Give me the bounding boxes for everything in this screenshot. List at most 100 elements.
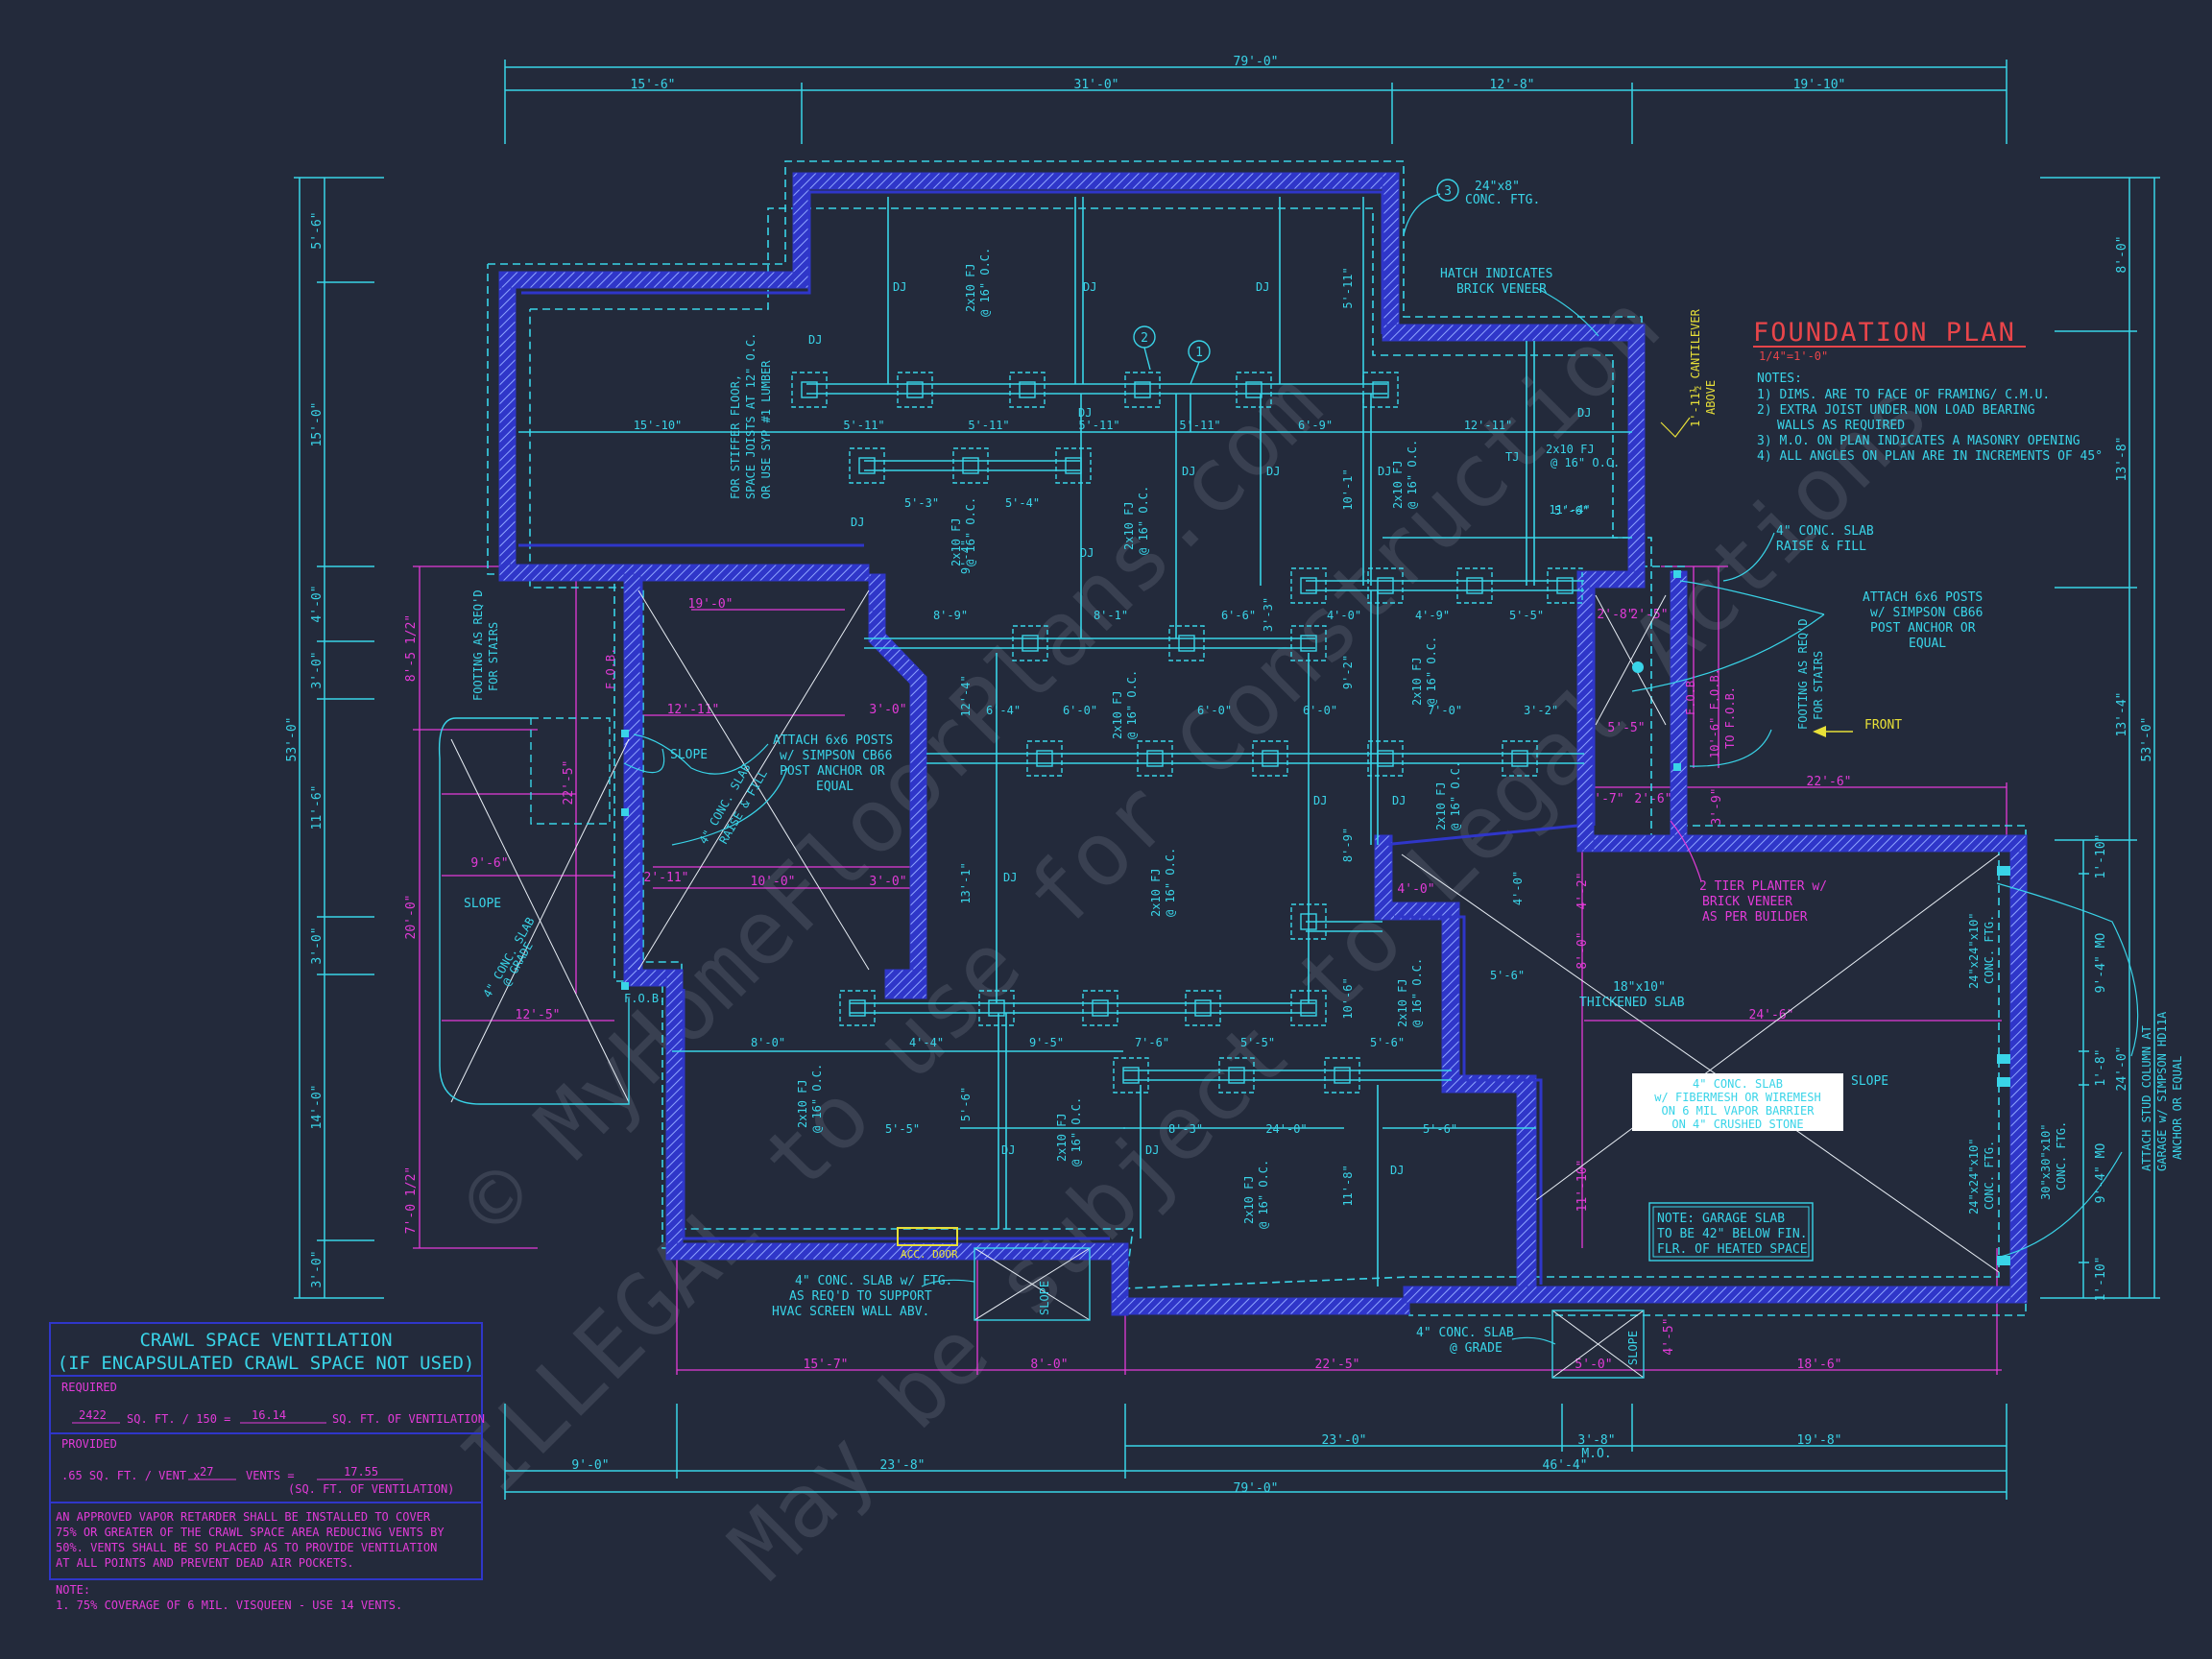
dim-int: 3'-2"	[1524, 704, 1558, 717]
thick-slab-1: 18"x10"	[1613, 980, 1666, 995]
leader-lines	[623, 193, 2139, 1345]
dim-int: 4'-9"	[1415, 609, 1450, 622]
dim-right-4: 24'-0"	[2115, 1046, 2129, 1092]
vent-prov-vents: VENTS =	[246, 1469, 295, 1482]
vent-retarder-4: AT ALL POINTS AND PREVENT DEAD AIR POCKE…	[56, 1556, 354, 1570]
garage-42-note: NOTE: GARAGE SLAB TO BE 42" BELOW FIN. F…	[1648, 1202, 1814, 1262]
garage-slab-4: ON 4" CRUSHED STONE	[1671, 1118, 1803, 1131]
dim-mag-22-6: 22'-6"	[1807, 775, 1852, 789]
magenta-leader-lines	[1670, 820, 1702, 882]
dj-label: DJ	[1078, 406, 1092, 420]
interior-dimensions: 15'-10" 5'-11" 5'-11" 5'-11" 5'-11" 6'-9…	[634, 419, 1591, 1136]
fob-1: F.O.B.	[624, 992, 665, 1005]
dim-bottom-mo: M.O.	[1581, 1447, 1611, 1461]
fj-oc: @ 16" O.C.	[964, 497, 977, 566]
pier	[791, 372, 828, 408]
pier	[1290, 567, 1327, 604]
dim-right-1: 8'-0"	[2115, 235, 2129, 273]
dim-mag-2-7: 2'-7"	[1586, 792, 1623, 806]
ftg-right-2: CONC. FTG.	[1983, 915, 1996, 984]
vent-prov-result: 17.55	[344, 1465, 378, 1479]
pier	[1137, 740, 1173, 777]
slope-v-2: SLOPE	[1626, 1331, 1640, 1365]
dim-int: 5'-3"	[904, 496, 939, 510]
slope-garage: SLOPE	[1851, 1074, 1888, 1089]
slab-fill-label: 4" CONC. SLAB	[1776, 524, 1874, 539]
planter-1: 2 TIER PLANTER w/	[1699, 879, 1827, 894]
top-dimension-text: 79'-0" 15'-6" 31'-0" 12'-8" 19'-10" 79'-…	[571, 55, 1845, 1496]
dim-mag-5-0: 5'-0"	[1575, 1358, 1612, 1372]
dim-bottom-b2: 3'-8"	[1577, 1433, 1615, 1448]
pier	[952, 447, 989, 484]
dim-int: 6'-6"	[1221, 609, 1256, 622]
hvac-1: 4" CONC. SLAB w/ FTG.	[795, 1274, 952, 1288]
pier	[1324, 1057, 1360, 1094]
ventilation-table: CRAWL SPACE VENTILATION (IF ENCAPSULATED…	[49, 1322, 485, 1612]
dim-bottom-b1: 23'-0"	[1322, 1433, 1367, 1448]
pier	[1055, 447, 1092, 484]
pier	[1362, 372, 1399, 408]
column-1: ATTACH STUD COLUMN AT	[2140, 1025, 2153, 1171]
fj-oc: @ 16" O.C.	[1125, 670, 1139, 739]
hatch-label-2: BRICK VENEER	[1456, 282, 1547, 297]
pier	[1367, 740, 1404, 777]
note-3: 3) M.O. ON PLAN INDICATES A MASONRY OPEN…	[1757, 434, 2080, 448]
dim-left-3: 4'-0"	[310, 585, 325, 622]
dim-right-3: 13'-4"	[2115, 692, 2129, 737]
joist-labels: DJ DJ DJ DJ DJ DJ DJ DJ DJ DJ TJ DJ DJ D…	[796, 248, 1620, 1229]
note-2: 2) EXTRA JOIST UNDER NON LOAD BEARING	[1757, 403, 2035, 418]
dim-mag-11-10: 11'-10"	[1575, 1160, 1590, 1213]
pier	[1168, 625, 1205, 661]
fj-label: 2x10 FJ	[796, 1079, 809, 1128]
dim-int-v: 10'-1"	[1341, 469, 1355, 510]
pier	[978, 990, 1015, 1026]
dj-label: DJ	[1378, 465, 1391, 478]
dim-int: 5'-6"	[1554, 504, 1589, 517]
dj-label: DJ	[1003, 871, 1017, 884]
footing-stairs-right-1: FOOTING AS REQ'D	[1796, 618, 1810, 730]
dim-bottom-a1: 9'-0"	[571, 1458, 609, 1473]
pier	[1502, 740, 1538, 777]
ftg-label-2: CONC. FTG.	[1465, 193, 1540, 207]
pier	[897, 372, 933, 408]
dim-left-4: 3'-0"	[310, 651, 325, 688]
dj-label: DJ	[1182, 465, 1195, 478]
pier	[1218, 1057, 1255, 1094]
dim-right-inner-4: 9'-4" MO	[2094, 1143, 2108, 1204]
dim-int: 9'-5"	[1029, 1036, 1064, 1049]
fj-oc: @ 16" O.C.	[1164, 848, 1177, 917]
fob-note-1: 10'-6" F.O.B.	[1708, 668, 1721, 758]
fob-vertical-right: F.O.B.	[1684, 674, 1697, 715]
overall-dimension-lines	[294, 60, 2160, 1500]
vent-retarder-3: 50%. VENTS SHALL BE SO PLACED AS TO PROV…	[56, 1541, 437, 1554]
slab-fill-label-2: RAISE & FILL	[1776, 540, 1866, 554]
dim-int: 5'-6"	[1490, 969, 1525, 982]
dim-int: 5'-6"	[1370, 1036, 1405, 1049]
dim-int-v: 3'-3"	[1262, 597, 1275, 632]
footing-stairs-right-2: FOR STAIRS	[1812, 651, 1825, 720]
dim-int-v: 4'-0"	[1511, 871, 1525, 905]
dim-bottom-a2: 23'-8"	[880, 1458, 926, 1473]
dj-label: DJ	[893, 280, 906, 294]
dim-top-4: 19'-10"	[1793, 78, 1846, 92]
stair-slab-outline	[438, 717, 1645, 1379]
dim-mag-8-0: 8'-0"	[1575, 931, 1590, 969]
dim-mag-24-6: 24'-6"	[1749, 1008, 1794, 1022]
dim-int: 15'-10"	[634, 419, 683, 432]
attach-left-3: POST ANCHOR OR	[780, 764, 885, 779]
dj-label: DJ	[1390, 1164, 1404, 1177]
dim-int-v: 9'-4"	[959, 540, 973, 574]
footing-stairs-left-1: FOOTING AS REQ'D	[471, 589, 485, 701]
planter-2: BRICK VENEER	[1702, 895, 1792, 909]
pier	[1009, 372, 1046, 408]
fob-note-2: TO F.O.B.	[1723, 686, 1737, 749]
dim-mag-left-2: 20'-0"	[404, 895, 419, 940]
vent-req-unit: SQ. FT. OF VENTILATION	[332, 1412, 485, 1426]
pier	[1082, 990, 1118, 1026]
stiff-2: SPACE JOISTS AT 12" O.C.	[744, 333, 757, 499]
vent-req-text: SQ. FT. / 150 =	[127, 1412, 230, 1426]
side-dimension-text: 53'-0" 5'-6" 15'-0" 4'-0" 3'-0" 11'-6" 3…	[285, 211, 2154, 1301]
fj-oc: @ 16" O.C.	[1425, 637, 1438, 706]
pier	[1113, 1057, 1149, 1094]
